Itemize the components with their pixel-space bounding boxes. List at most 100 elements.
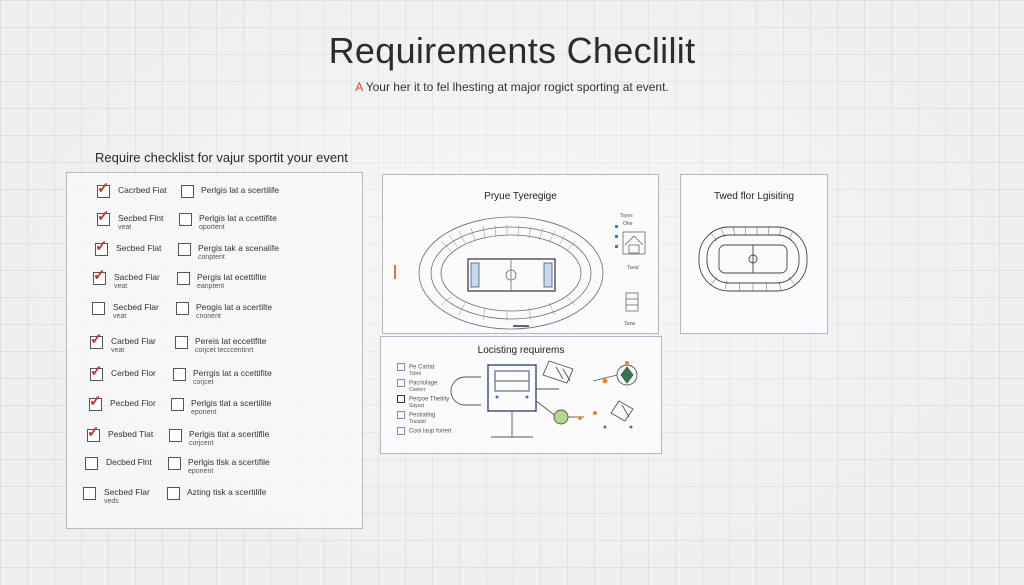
checkmark-icon: ✓ (90, 331, 103, 348)
checklist-item-label: Cacrbed Fiat (118, 185, 167, 195)
checklist-item-sublabel: veat (118, 224, 132, 231)
legend-label: Pe Cartat (409, 364, 435, 371)
checkbox[interactable] (173, 368, 186, 381)
checklist-item-sublabel: corjcet (193, 379, 214, 386)
checkbox[interactable] (179, 213, 192, 226)
legend-swatch-icon (397, 395, 405, 403)
checklist-item-sublabel: veat (111, 347, 125, 354)
checklist-item-sublabel: eponent (191, 409, 217, 416)
checkbox[interactable]: ✓ (90, 364, 103, 381)
page-title: Requirements Checlilit (328, 30, 696, 71)
checklist-item-sublabel: oportent (199, 224, 225, 231)
checkmark-icon: ✓ (90, 363, 103, 380)
checkbox[interactable] (85, 457, 98, 470)
legend-sublabel: Trutabtl (409, 419, 426, 425)
checklist-item-sublabel: eponent (188, 468, 214, 475)
subtitle-accent: A (355, 80, 363, 94)
checkbox[interactable] (168, 457, 181, 470)
venue-mini-label-1: Tsyes (620, 213, 633, 219)
legend-sublabel: Saysst (409, 403, 425, 409)
venue-mini-label-3: Tseal (627, 265, 639, 271)
checkmark-icon: ✓ (97, 208, 110, 225)
checkbox[interactable]: ✓ (97, 181, 110, 198)
legend-swatch-icon (397, 411, 405, 419)
checkbox[interactable] (178, 243, 191, 256)
checklist-item-label: Pecbed Flor (110, 398, 156, 408)
checklist-item-label: Secbed Flat (116, 243, 162, 253)
checkbox[interactable] (167, 487, 180, 500)
checklist-item-sublabel: eanptent (197, 283, 225, 290)
checkbox[interactable] (171, 398, 184, 411)
checklist-item-sublabel: conptent (198, 254, 225, 261)
checkbox[interactable] (176, 302, 189, 315)
checkbox[interactable]: ✓ (87, 425, 100, 442)
checkbox[interactable] (83, 487, 96, 500)
checklist-item-sublabel: cnonent (196, 313, 221, 320)
checkmark-icon: ✓ (87, 424, 100, 441)
legend-swatch-icon (397, 379, 405, 387)
subtitle-text: Your her it to fel lhesting at major rog… (365, 80, 669, 94)
checkbox[interactable]: ✓ (89, 394, 102, 411)
fixed-layout-card: Twed flor Lgisiting (680, 174, 828, 334)
checkbox[interactable] (92, 302, 105, 315)
checkbox[interactable]: ✓ (97, 209, 110, 226)
legend-label: Pestiatlng (409, 412, 436, 419)
checkbox[interactable]: ✓ (90, 332, 103, 349)
checkbox[interactable] (169, 429, 182, 442)
venue-card-title: Pryue Tyeregige (484, 191, 557, 202)
checkbox[interactable]: ✓ (95, 239, 108, 256)
checklist-item-label: Decbed Flnt (106, 457, 152, 467)
arena-diagram (698, 226, 808, 292)
legend-item: Cooi laup fortert (397, 427, 452, 435)
checklist-item-sublabel: corjcet tecccentinrt (195, 347, 254, 354)
checklist-item-sublabel: veat (113, 313, 127, 320)
checklist-item-sublabel: veds (104, 498, 119, 505)
checkbox[interactable]: ✓ (93, 268, 106, 285)
legend-label: Perpoe Thetiity (409, 396, 450, 403)
checklist-heading: Require checklist for vajur sportit your… (95, 150, 348, 165)
checklist-item-label: Azting tisk a scertilife (187, 487, 267, 497)
checkmark-icon: ✓ (95, 238, 108, 255)
checkbox[interactable] (175, 336, 188, 349)
checklist-item-label: Pesbed Tlat (108, 429, 154, 439)
legend-sublabel: Coelerr (409, 387, 426, 393)
checkbox[interactable] (181, 185, 194, 198)
checkmark-icon: ✓ (93, 267, 106, 284)
legend-swatch-icon (397, 363, 405, 371)
checkbox[interactable] (177, 272, 190, 285)
checkmark-icon: ✓ (89, 393, 102, 410)
checkmark-icon: ✓ (97, 180, 110, 197)
checklist-item-label: Perlgis lat a scertilife (201, 185, 279, 195)
legend-sublabel: Tsbnt (409, 371, 421, 377)
stadium-diagram (394, 216, 646, 330)
checklist-item-sublabel: veat (114, 283, 128, 290)
legend-swatch-icon (397, 427, 405, 435)
venue-mini-label-4: Tssw (624, 321, 636, 327)
fixed-card-title: Twed flor Lgisiting (713, 191, 795, 202)
checklist-item-label: Cerbed Flor (111, 368, 156, 378)
venue-mini-label-2: Ohe (623, 221, 633, 227)
page-subtitle: A Your her it to fel lhesting at major r… (0, 80, 1024, 94)
logistics-card-title: Locisting requirems (477, 345, 565, 356)
logistics-diagram (450, 360, 638, 438)
